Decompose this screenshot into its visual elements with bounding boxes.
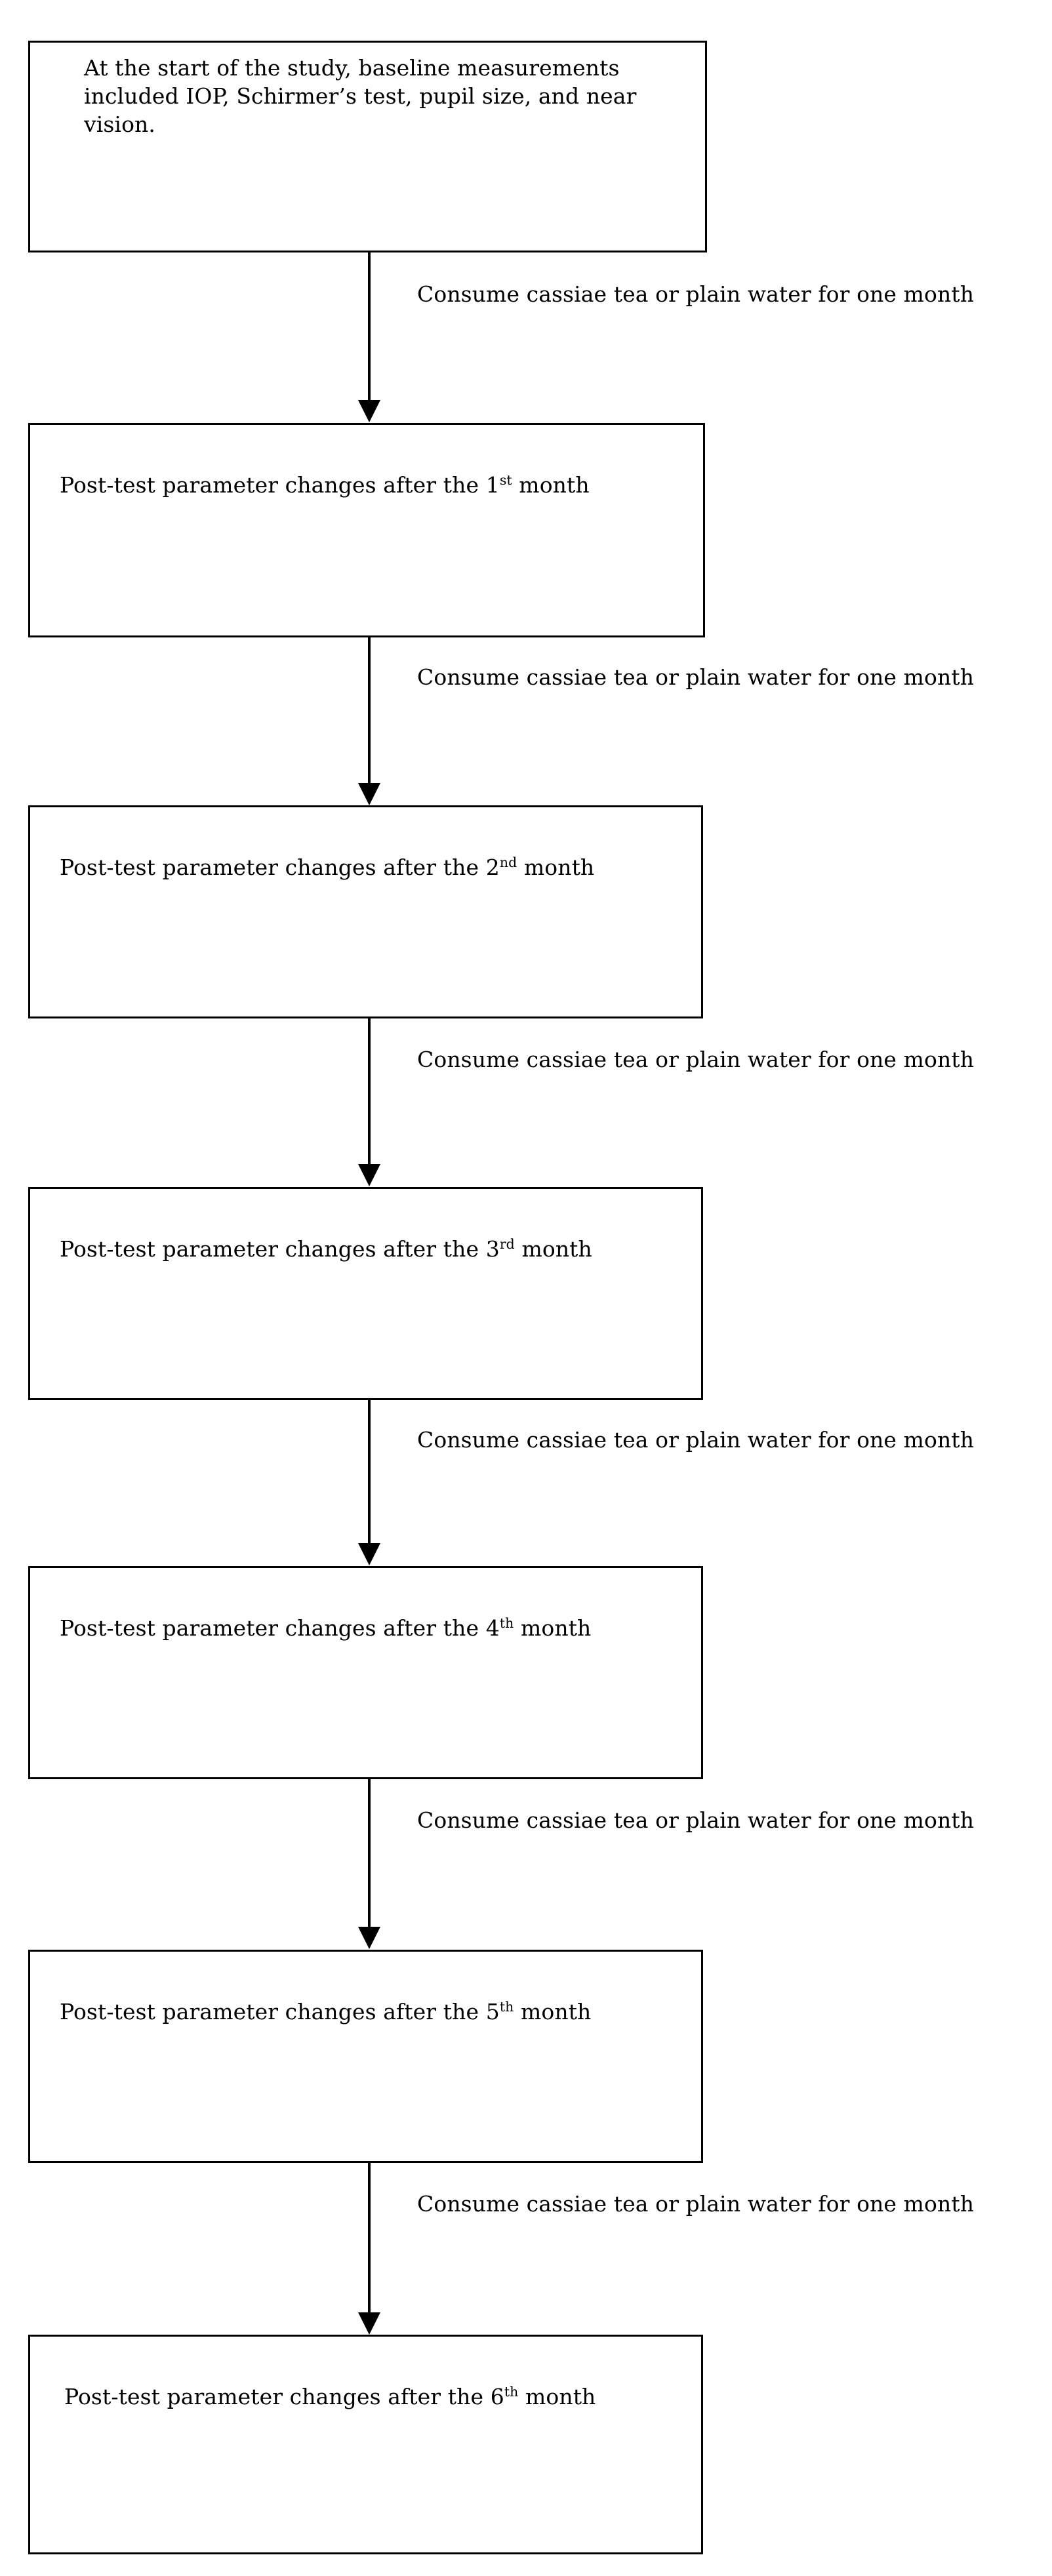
arrowhead-2: [358, 783, 380, 805]
connector-line-5: [368, 1779, 371, 1927]
flow-node-month-6-label: Post-test parameter changes after the 6t…: [64, 2354, 689, 2411]
flow-node-month-2-number: 2: [485, 854, 500, 880]
connector-line-4: [368, 1400, 371, 1543]
connector-line-6: [368, 2163, 371, 2312]
flow-node-month-4-ordinal: th: [499, 1615, 514, 1631]
flow-node-month-1-suffix: month: [512, 472, 590, 498]
flow-node-month-5-prefix: Post-test parameter changes after the: [60, 1998, 486, 2024]
flow-node-month-2-ordinal: nd: [499, 854, 517, 870]
arrowhead-1: [358, 400, 380, 422]
flow-node-month-6-suffix: month: [518, 2383, 596, 2409]
connector-line-3: [368, 1018, 371, 1164]
arrowhead-4: [358, 1543, 380, 1565]
flow-node-month-5-suffix: month: [514, 1998, 592, 2024]
flow-node-month-1-label: Post-test parameter changes after the 1s…: [60, 442, 691, 499]
edge-label-4: Consume cassiae tea or plain water for o…: [417, 1427, 975, 1453]
flow-node-month-1[interactable]: Post-test parameter changes after the 1s…: [28, 423, 705, 637]
flow-node-month-5-ordinal: th: [499, 1998, 514, 2015]
flow-node-month-4-prefix: Post-test parameter changes after the: [60, 1615, 486, 1641]
flow-node-month-3-ordinal: rd: [499, 1236, 515, 1252]
flow-node-baseline-label: At the start of the study, baseline meas…: [84, 55, 637, 137]
arrowhead-6: [358, 2312, 380, 2335]
flow-node-month-4-label: Post-test parameter changes after the 4t…: [60, 1585, 689, 1642]
flow-node-month-1-number: 1: [485, 472, 500, 498]
edge-label-1: Consume cassiae tea or plain water for o…: [417, 281, 975, 307]
flow-node-month-4[interactable]: Post-test parameter changes after the 4t…: [28, 1566, 703, 1779]
flow-node-month-3-suffix: month: [514, 1236, 592, 1262]
edge-label-2: Consume cassiae tea or plain water for o…: [417, 664, 975, 690]
flow-node-month-6-number: 6: [490, 2383, 504, 2409]
flow-node-month-5-label: Post-test parameter changes after the 5t…: [60, 1969, 689, 2026]
flow-node-month-6-prefix: Post-test parameter changes after the: [64, 2383, 491, 2409]
flow-node-month-1-ordinal: st: [499, 472, 512, 488]
flow-node-month-2-prefix: Post-test parameter changes after the: [60, 854, 486, 880]
flow-node-month-6-ordinal: th: [504, 2383, 519, 2400]
flow-node-month-6[interactable]: Post-test parameter changes after the 6t…: [28, 2335, 703, 2554]
flow-node-month-2[interactable]: Post-test parameter changes after the 2n…: [28, 805, 703, 1018]
connector-line-1: [368, 252, 371, 400]
flow-node-month-5[interactable]: Post-test parameter changes after the 5t…: [28, 1950, 703, 2163]
flow-node-month-4-suffix: month: [514, 1615, 592, 1641]
flow-node-month-2-label: Post-test parameter changes after the 2n…: [60, 824, 689, 881]
flow-node-month-5-number: 5: [485, 1998, 500, 2024]
flow-node-month-3-label: Post-test parameter changes after the 3r…: [60, 1206, 689, 1263]
flow-node-baseline[interactable]: At the start of the study, baseline meas…: [28, 41, 707, 252]
flow-node-month-2-suffix: month: [517, 854, 595, 880]
flow-node-month-3[interactable]: Post-test parameter changes after the 3r…: [28, 1187, 703, 1400]
connector-line-2: [368, 637, 371, 783]
flow-node-month-3-prefix: Post-test parameter changes after the: [60, 1236, 486, 1262]
edge-label-5: Consume cassiae tea or plain water for o…: [417, 1807, 975, 1833]
flow-node-month-4-number: 4: [485, 1615, 500, 1641]
edge-label-3: Consume cassiae tea or plain water for o…: [417, 1047, 975, 1072]
arrowhead-5: [358, 1927, 380, 1949]
arrowhead-3: [358, 1164, 380, 1186]
edge-label-6: Consume cassiae tea or plain water for o…: [417, 2191, 975, 2217]
flow-node-month-1-prefix: Post-test parameter changes after the: [60, 472, 486, 498]
flow-node-month-3-number: 3: [485, 1236, 500, 1262]
